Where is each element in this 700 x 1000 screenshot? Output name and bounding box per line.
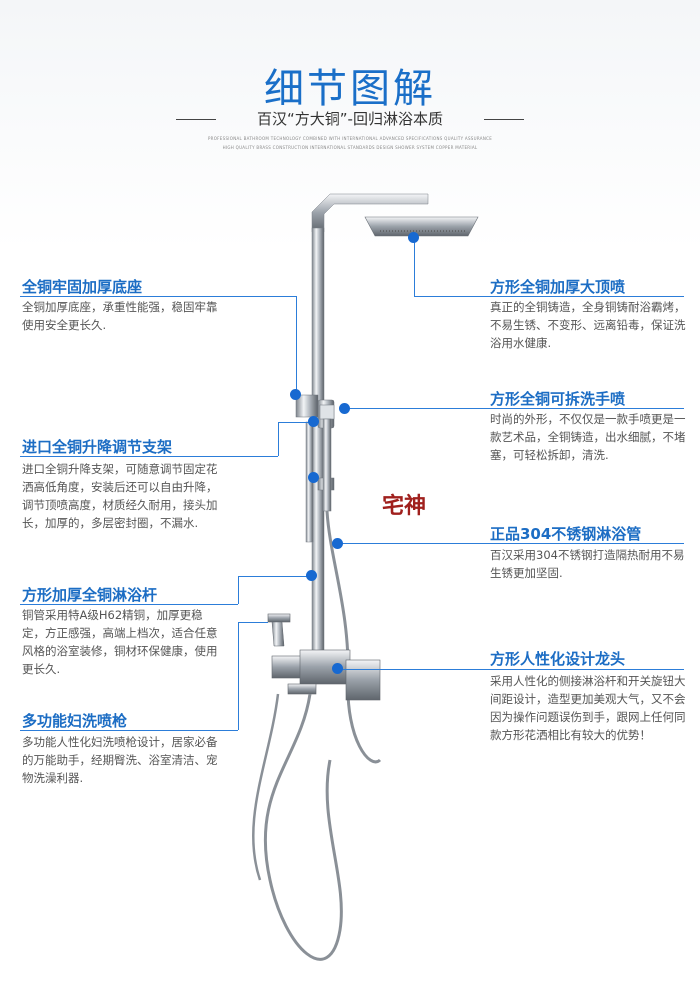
feature-hand-title: 方形全铜可拆洗手喷 [490, 390, 626, 408]
hand-shower-handle [322, 418, 332, 512]
rain-shower-head [364, 216, 479, 237]
fineprint-line-2: HIGH QUALITY BRASS CONSTRUCTION INTERNAT… [222, 145, 478, 150]
callout-line-top-v [414, 236, 415, 296]
bidet-holder [267, 613, 291, 623]
callout-line-lift-to-rod [278, 422, 314, 423]
callout-dot-hose [332, 538, 343, 549]
feature-rod-title: 方形加厚全铜淋浴杆 [22, 586, 158, 604]
feature-base-desc: 全铜加厚底座，承重性能强，稳固牢靠 使用安全更长久. [22, 300, 218, 332]
page-subtitle: 百汉“方大铜”-回归淋浴本质 [257, 110, 443, 128]
feature-hose-title: 正品304不锈钢淋浴管 [490, 525, 642, 543]
fineprint-line-1: PROFESSIONAL BATHROOM TECHNOLOGY COMBINE… [207, 136, 493, 141]
bidet-sprayer [271, 621, 285, 647]
feature-lift-title: 进口全铜升降调节支架 [22, 438, 173, 456]
callout-dot-base [290, 389, 301, 400]
callout-dot-rod [306, 570, 317, 581]
callout-line-faucet-h [338, 669, 684, 670]
callout-line-rod-h [20, 604, 238, 605]
callout-line-bidet-v [238, 622, 239, 730]
callout-dot-lift [308, 416, 319, 427]
feature-base-title: 全铜牢固加厚底座 [22, 278, 143, 296]
subtitle-left-rule [176, 119, 216, 120]
callout-dot-faucet [332, 663, 343, 674]
main-hose [263, 693, 343, 961]
callout-line-base-v [296, 296, 297, 392]
feature-top-title: 方形全铜加厚大顶喷 [490, 278, 626, 296]
subtitle-right-rule [484, 119, 524, 120]
callout-line-base-h [20, 296, 296, 297]
feature-hose-desc: 百汉采用304不锈钢打造隔热耐用不易生锈更加坚固. [490, 548, 685, 580]
callout-line-lift-v [278, 422, 279, 456]
callout-dot-lift-2 [308, 472, 319, 483]
callout-line-hand-h [344, 408, 684, 409]
bidet-hose [252, 693, 280, 881]
callout-dot-hand [339, 403, 350, 414]
callout-line-bidet-to [238, 622, 268, 623]
faucet-handle [345, 659, 381, 701]
feature-top-desc: 真正的全铜铸造，全身铜铸耐浴霸烤，不易生锈、不变形、远离铅毒，保证洗浴用水健康. [490, 300, 686, 350]
callout-dot-top [408, 232, 419, 243]
feature-bidet-title: 多功能妇洗喷枪 [22, 712, 128, 730]
feature-faucet-title: 方形人性化设计龙头 [490, 650, 626, 668]
callout-line-rod-to [238, 576, 308, 577]
callout-line-lift-h [20, 456, 278, 457]
callout-line-top-h [414, 296, 684, 297]
feature-faucet-desc: 采用人性化的侧接淋浴杆和开关旋钮大间距设计，造型更加美观大气，又不会因为操作问题… [490, 674, 686, 742]
top-arm [311, 193, 429, 233]
hand-shower-head [319, 404, 335, 420]
callout-line-bidet-h [20, 730, 238, 731]
tub-spout [287, 683, 317, 695]
feature-hand-desc: 时尚的外形，不仅仅是一款手喷更是一款艺术品，全铜铸造，出水细腻，不堵塞，可轻松拆… [490, 412, 686, 462]
feature-bidet-desc: 多功能人性化妇洗喷枪设计，居家必备的万能助手，经期臀洗、浴室清洁、宠物洗澡利器. [22, 735, 218, 785]
feature-rod-desc: 铜管采用特A级H62精铜，加厚更稳定，方正感强，高端上档次，适合任意风格的浴室装… [22, 608, 218, 676]
main-rod [311, 227, 325, 659]
feature-lift-desc: 进口全铜升降支架，可随意调节固定花洒高低角度，安装后还可以自由升降，调节顶喷高度… [22, 462, 218, 530]
watermark-logo: 宅神 [382, 493, 427, 519]
page-title: 细节图解 [264, 66, 436, 112]
callout-line-rod-v [238, 576, 239, 604]
callout-line-hose-h [338, 543, 684, 544]
